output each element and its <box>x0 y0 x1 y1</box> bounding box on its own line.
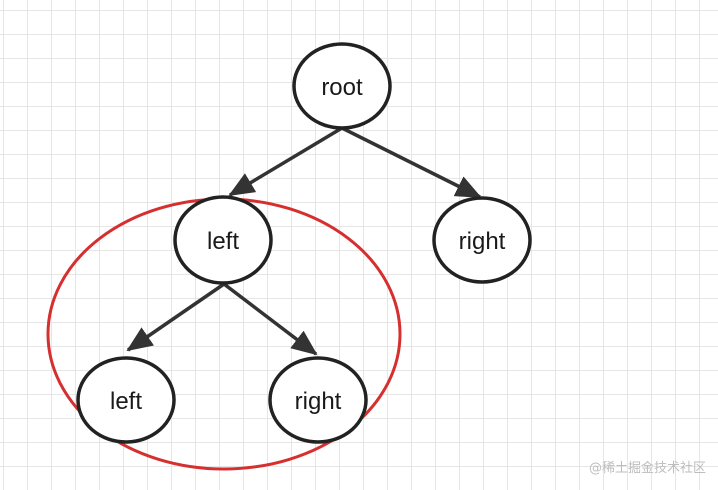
node-left-label: left <box>207 228 239 255</box>
node-left-left-label: left <box>110 388 142 415</box>
node-root-label: root <box>321 74 363 101</box>
node-left-right-circle <box>268 356 368 444</box>
edge-left-left-left <box>126 282 225 352</box>
edge-left-left-right <box>222 282 318 356</box>
node-root-circle <box>292 42 392 130</box>
edge-root-left <box>228 126 343 197</box>
edges-group <box>126 126 482 356</box>
node-left-right: right <box>268 356 368 444</box>
node-right-circle <box>432 196 532 284</box>
edge-root-right <box>341 126 482 199</box>
node-left: left <box>173 195 273 285</box>
node-left-left: left <box>76 356 176 444</box>
node-left-right-label: right <box>295 388 342 415</box>
watermark: @稀土掘金技术社区 <box>588 461 706 476</box>
node-left-left-circle <box>76 356 176 444</box>
node-right-label: right <box>459 228 506 255</box>
node-root: root <box>292 42 392 130</box>
node-right: right <box>432 196 532 284</box>
node-left-circle <box>173 195 273 285</box>
